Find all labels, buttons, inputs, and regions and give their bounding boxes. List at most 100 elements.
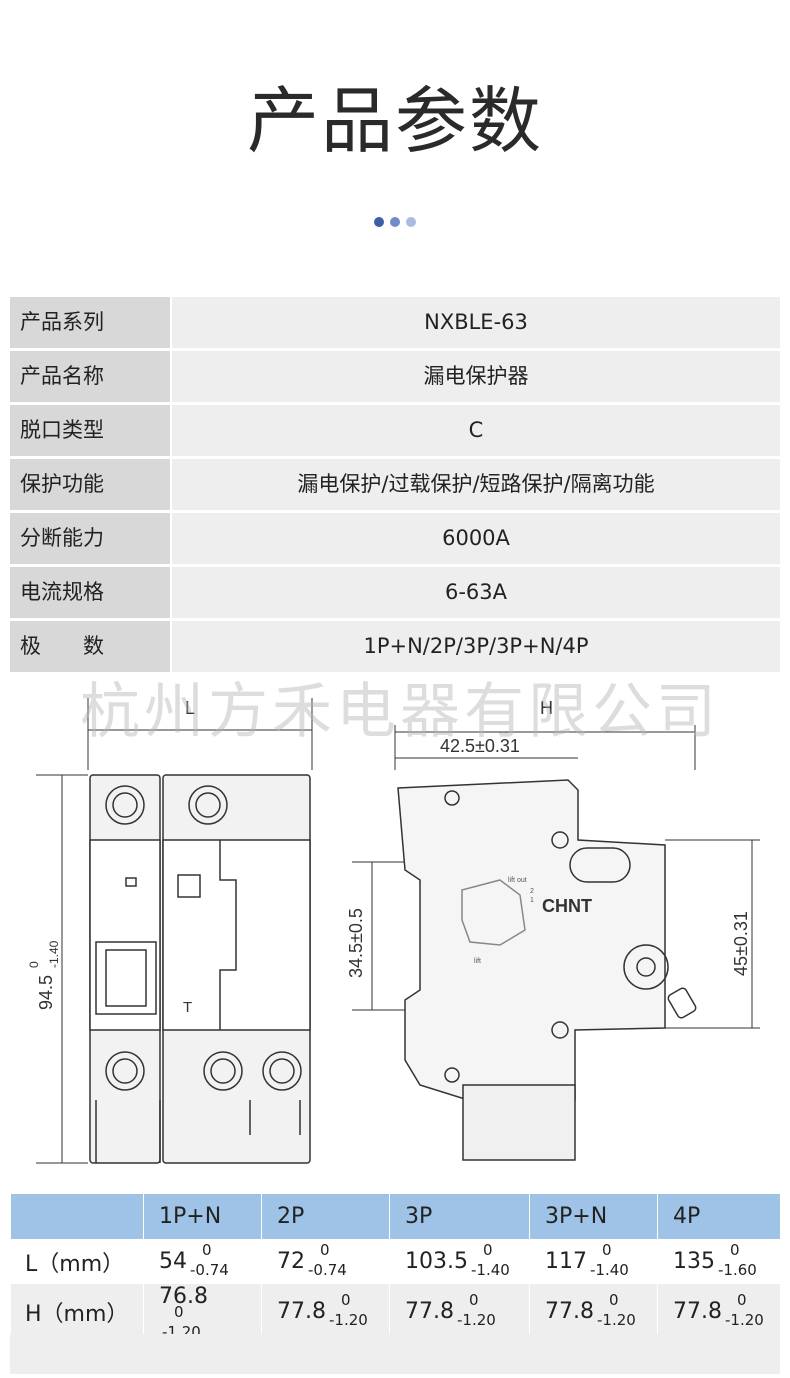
header-cell — [10, 1194, 144, 1239]
tol-lower: -1.20 — [724, 1310, 764, 1329]
row-label: L（mm） — [10, 1239, 144, 1284]
param-label: 分断能力 — [10, 513, 170, 564]
param-value: C — [172, 405, 780, 456]
tol-upper: 0 — [174, 1303, 184, 1321]
dimension-drawing: L H 42.5±0.31 94.5 0 -1.40 34.5±0.5 45±0… — [27, 698, 760, 1164]
table-header-row: 1P+N 2P 3P 3P+N 4P — [10, 1194, 780, 1239]
param-row-trip-type: 脱口类型 C — [10, 405, 780, 456]
tolerance: 0-1.40 — [470, 1241, 523, 1279]
param-label: 产品名称 — [10, 351, 170, 402]
tol-lower: -1.60 — [718, 1260, 757, 1279]
cell-value: 77.8 — [545, 1298, 594, 1324]
tol-lower: -1.20 — [596, 1310, 636, 1329]
test-button-label: T — [183, 999, 192, 1016]
footer-band — [10, 1334, 780, 1374]
dim-label-H: H — [540, 698, 553, 718]
tolerance: 0-1.20 — [328, 1291, 381, 1329]
param-label: 极 数 — [10, 621, 170, 672]
param-value: 漏电保护/过载保护/短路保护/隔离功能 — [172, 459, 780, 510]
header-cell: 1P+N — [143, 1194, 262, 1239]
tol-upper: 0 — [320, 1240, 330, 1259]
row-label: H（mm） — [10, 1284, 144, 1339]
cell-value: 135 — [673, 1248, 715, 1274]
dim-height-upper-tol: 0 — [27, 961, 41, 968]
param-row-breaking-capacity: 分断能力 6000A — [10, 513, 780, 564]
tol-upper: 0 — [730, 1240, 740, 1259]
tolerance: 0-1.20 — [596, 1291, 649, 1329]
param-label: 电流规格 — [10, 567, 170, 618]
param-value: 6000A — [172, 513, 780, 564]
dim-width: 42.5±0.31 — [440, 736, 520, 756]
param-value: NXBLE-63 — [172, 297, 780, 348]
tolerance: 0-0.74 — [308, 1241, 360, 1279]
tol-upper: 0 — [340, 1290, 351, 1309]
param-row-poles: 极 数 1P+N/2P/3P/3P+N/4P — [10, 621, 780, 672]
tol-lower: -1.20 — [328, 1310, 368, 1329]
parameter-table: 产品系列 NXBLE-63 产品名称 漏电保护器 脱口类型 C 保护功能 漏电保… — [10, 297, 780, 675]
cell-value: 77.8 — [405, 1298, 454, 1324]
header-cell: 4P — [657, 1194, 780, 1239]
cell-value: 72 — [277, 1248, 305, 1274]
brand-logo: CHNT — [542, 896, 592, 916]
param-label: 产品系列 — [10, 297, 170, 348]
tol-upper: 0 — [202, 1240, 212, 1259]
tolerance: 0-1.20 — [456, 1291, 509, 1329]
param-row-protection: 保护功能 漏电保护/过载保护/短路保护/隔离功能 — [10, 459, 780, 510]
step-2-label: 2 — [530, 888, 534, 895]
tolerance: 0-1.60 — [718, 1241, 770, 1279]
dim-rail: 34.5±0.5 — [346, 908, 366, 978]
tol-lower: -0.74 — [308, 1260, 347, 1279]
cell-value: 54 — [159, 1248, 187, 1274]
tol-lower: -1.40 — [470, 1260, 510, 1279]
dot-1 — [374, 217, 384, 227]
header-cell: 3P — [389, 1194, 530, 1239]
param-row-name: 产品名称 漏电保护器 — [10, 351, 780, 402]
tolerance: 0-1.40 — [590, 1241, 642, 1279]
cell-value: 103.5 — [405, 1248, 468, 1274]
tolerance: 0-1.20 — [724, 1291, 777, 1329]
cell-value: 117 — [545, 1248, 587, 1274]
header-cell: 3P+N — [529, 1194, 658, 1239]
lift-label: lift — [474, 958, 481, 965]
param-value: 漏电保护器 — [172, 351, 780, 402]
param-label: 保护功能 — [10, 459, 170, 510]
cell-value: 77.8 — [277, 1298, 326, 1324]
cell-value: 76.8 — [159, 1284, 208, 1309]
dim-label-L: L — [185, 698, 195, 718]
tol-upper: 0 — [736, 1290, 747, 1309]
tol-lower: -0.74 — [190, 1260, 229, 1279]
tol-upper: 0 — [468, 1290, 479, 1309]
param-row-current: 电流规格 6-63A — [10, 567, 780, 618]
cell-value: 77.8 — [673, 1298, 722, 1324]
step-1-label: 1 — [530, 897, 534, 904]
dot-2 — [390, 217, 400, 227]
tol-upper: 0 — [482, 1240, 493, 1259]
header-cell: 2P — [261, 1194, 390, 1239]
watermark: 杭州方禾电器有限公司 — [80, 677, 720, 747]
lift-out-label: lift out — [508, 877, 527, 884]
tol-upper: 0 — [608, 1290, 619, 1309]
page-title: 产品参数 — [246, 79, 543, 163]
dim-right: 45±0.31 — [731, 911, 751, 976]
tol-upper: 0 — [602, 1240, 612, 1259]
dim-height: 94.5 — [36, 975, 56, 1010]
tol-lower: -1.40 — [590, 1260, 629, 1279]
tol-lower: -1.20 — [456, 1310, 496, 1329]
param-value: 1P+N/2P/3P/3P+N/4P — [172, 621, 780, 672]
param-row-series: 产品系列 NXBLE-63 — [10, 297, 780, 348]
tolerance: 0-0.74 — [190, 1241, 242, 1279]
dot-3 — [406, 217, 416, 227]
param-label: 脱口类型 — [10, 405, 170, 456]
dim-height-lower-tol: -1.40 — [47, 940, 61, 968]
